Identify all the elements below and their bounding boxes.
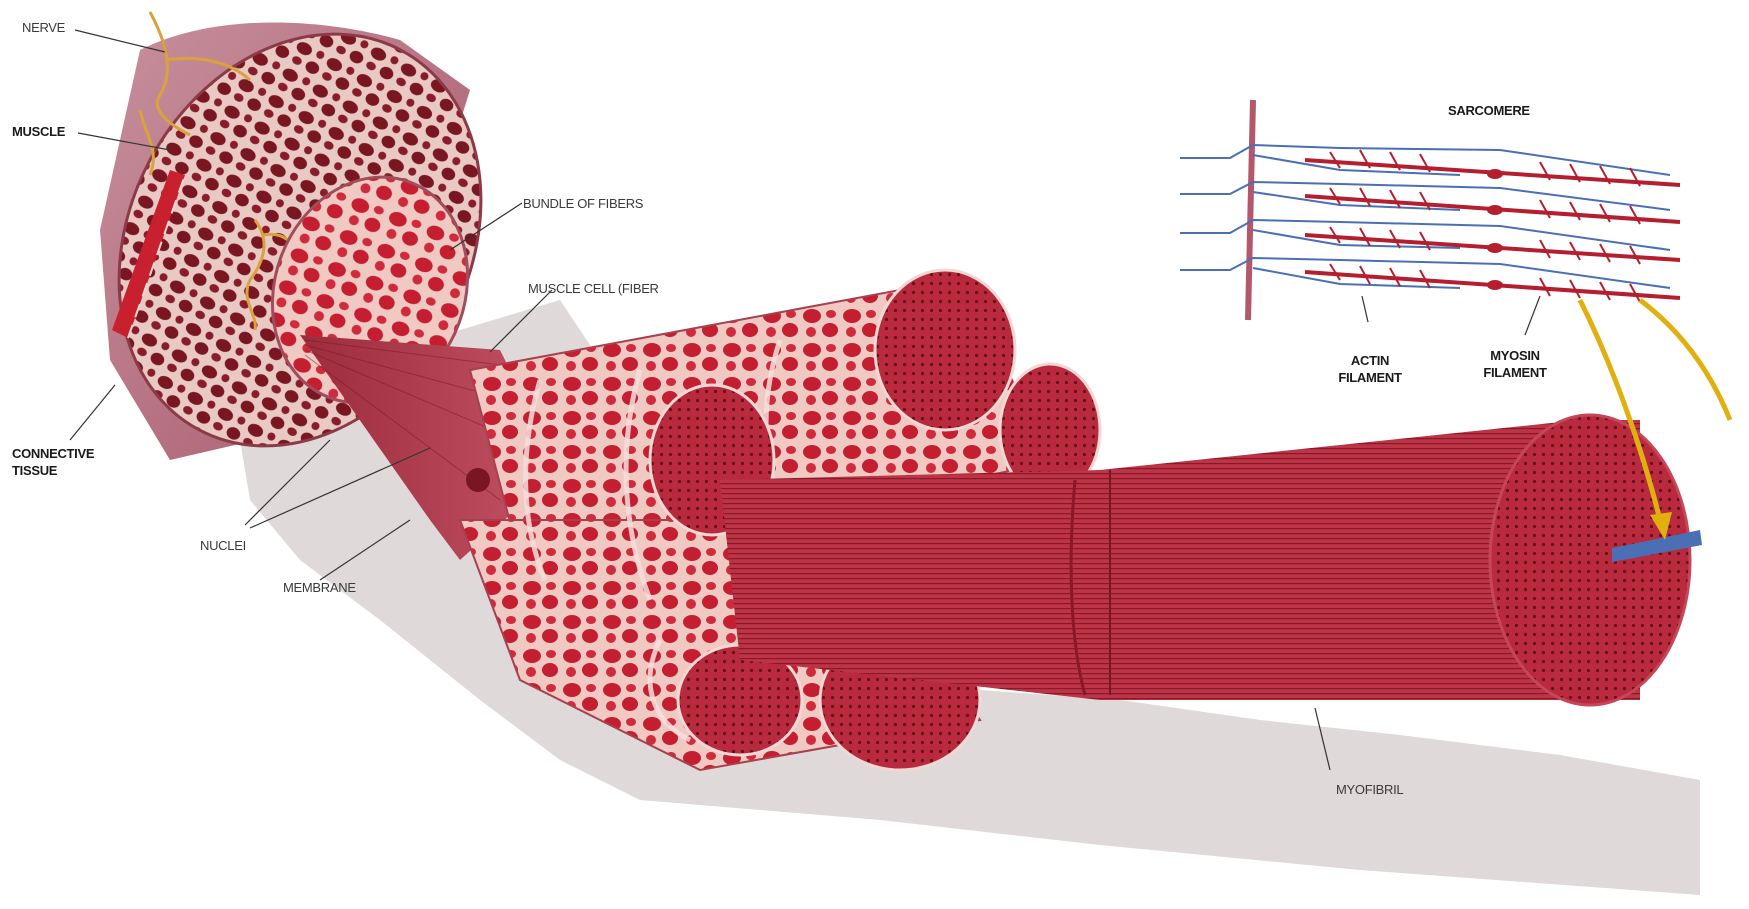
label-myofibril: MYOFIBRIL bbox=[1336, 782, 1403, 797]
label-nerve: NERVE bbox=[22, 20, 65, 35]
label-connective-tissue-2: TISSUE bbox=[12, 463, 57, 478]
label-myosin-filament-1: MYOSIN bbox=[1475, 348, 1555, 363]
nucleus bbox=[466, 468, 490, 492]
label-muscle: MUSCLE bbox=[12, 124, 65, 139]
label-actin-filament-2: FILAMENT bbox=[1335, 370, 1405, 385]
label-actin-filament-1: ACTIN bbox=[1335, 353, 1405, 368]
z-disc bbox=[1248, 100, 1253, 320]
label-bundle-of-fibers: BUNDLE OF FIBERS bbox=[523, 196, 643, 211]
label-sarcomere: SARCOMERE bbox=[1448, 103, 1530, 118]
sarcomere-diagram bbox=[1180, 100, 1680, 320]
label-myosin-filament-2: FILAMENT bbox=[1475, 365, 1555, 380]
label-connective-tissue-1: CONNECTIVE bbox=[12, 446, 94, 461]
fiber-end-1 bbox=[875, 270, 1015, 430]
label-nuclei: NUCLEI bbox=[200, 538, 246, 553]
myofibril-end-face bbox=[1490, 415, 1690, 705]
label-membrane: MEMBRANE bbox=[283, 580, 356, 595]
label-muscle-cell-fiber: MUSCLE CELL (FIBER bbox=[528, 281, 659, 296]
